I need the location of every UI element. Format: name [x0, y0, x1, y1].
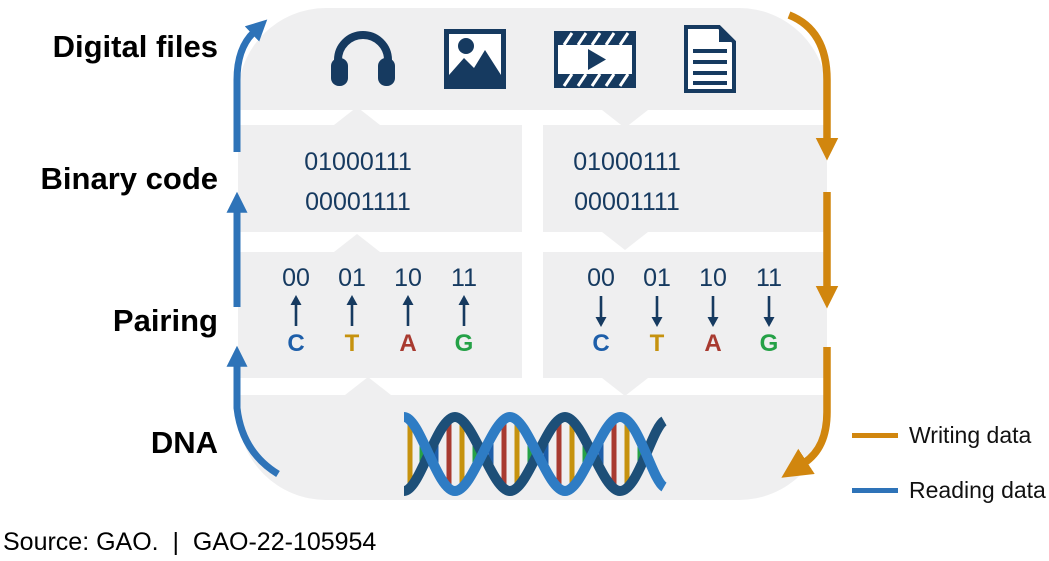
dna-base: C [592, 330, 610, 357]
digital-files-label: Digital files [52, 29, 218, 64]
down-arrow-icon [763, 296, 775, 327]
pairing-write: 00 C 01 T 10 A 11 G [543, 264, 827, 357]
pairing-block-read [238, 252, 522, 378]
writing-legend-line [852, 432, 898, 438]
binary-block-read [238, 125, 522, 232]
up-tab-1 [334, 107, 380, 125]
reading-data-arrow [226, 19, 280, 477]
pairing-block-write [543, 252, 827, 378]
reading-legend-line [852, 487, 898, 493]
binary-block-write [543, 125, 827, 232]
down-tab-3 [602, 378, 648, 396]
binary-code-label: Binary code [40, 161, 218, 196]
source-citation: Source: GAO. | GAO-22-105954 [3, 528, 377, 556]
bit-pair: 11 [451, 264, 477, 292]
binary-code-read: 01000111 00001111 [238, 142, 522, 222]
down-tab-1 [602, 110, 648, 128]
dna-base: A [399, 330, 417, 357]
binary-line: 00001111 [574, 188, 680, 216]
down-arrow-icon [595, 296, 607, 327]
binary-line: 01000111 [304, 148, 412, 176]
up-arrow-icon [402, 295, 414, 326]
binary-line: 00001111 [305, 188, 411, 216]
bit-pair: 11 [756, 264, 782, 292]
down-arrow-icon [651, 296, 663, 327]
up-tab-2 [334, 234, 380, 252]
dna-base: A [704, 330, 722, 357]
pairing-column: 11 G [448, 264, 480, 357]
legend-reading: Reading data [852, 477, 1046, 503]
pairing-column: 00 C [585, 264, 617, 357]
dna-helix-icon [402, 411, 668, 497]
video-icon [553, 30, 636, 88]
bit-pair: 00 [587, 264, 615, 292]
writing-legend-label: Writing data [909, 421, 1032, 448]
bit-pair: 00 [282, 264, 310, 292]
up-arrow-icon [290, 295, 302, 326]
binary-code-write: 01000111 00001111 [543, 142, 827, 222]
document-icon [683, 25, 736, 93]
dna-base: T [344, 330, 360, 357]
bit-pair: 10 [699, 264, 727, 292]
headphones-icon [330, 31, 395, 86]
pairing-label: Pairing [112, 303, 218, 338]
pairing-column: 10 A [392, 264, 424, 357]
dna-label: DNA [150, 425, 218, 460]
up-arrow-icon [458, 295, 470, 326]
pairing-column: 11 G [753, 264, 785, 357]
up-tab-3 [345, 377, 391, 395]
writing-data-arrow [781, 11, 839, 478]
dna-base: T [649, 330, 665, 357]
file-icons-row [238, 8, 827, 110]
bit-pair: 01 [338, 264, 366, 292]
pairing-column: 01 T [336, 264, 368, 357]
pairing-read: 00 C 01 T 10 A 11 G [238, 264, 522, 357]
bit-pair: 10 [394, 264, 422, 292]
dna-base: C [287, 330, 305, 357]
pairing-column: 00 C [280, 264, 312, 357]
pairing-column: 01 T [641, 264, 673, 357]
bit-pair: 01 [643, 264, 671, 292]
binary-line: 01000111 [573, 148, 681, 176]
pairing-column: 10 A [697, 264, 729, 357]
down-tab-2 [602, 232, 648, 250]
dna-base: G [759, 330, 779, 357]
reading-legend-label: Reading data [909, 476, 1046, 503]
up-arrow-icon [346, 295, 358, 326]
image-icon [443, 29, 506, 89]
legend-writing: Writing data [852, 422, 1031, 448]
dna-base: G [454, 330, 474, 357]
down-arrow-icon [707, 296, 719, 327]
